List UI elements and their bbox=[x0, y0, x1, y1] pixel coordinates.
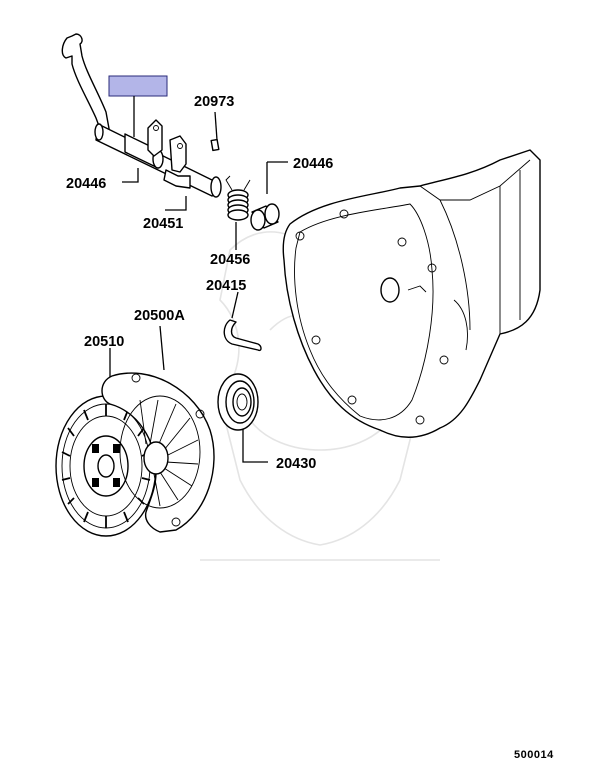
transmission-housing bbox=[282, 149, 541, 438]
label-20451: 20451 bbox=[143, 216, 183, 232]
pin-20973[interactable] bbox=[210, 111, 220, 152]
label-20446-left: 20446 bbox=[66, 176, 106, 192]
clutch-disc-20510[interactable] bbox=[55, 395, 157, 537]
release-bearing-20430[interactable] bbox=[217, 373, 259, 431]
label-20430: 20430 bbox=[276, 456, 316, 472]
diagram-code: 500014 bbox=[514, 749, 554, 761]
highlight-callout-box[interactable] bbox=[108, 75, 168, 97]
label-20446-right: 20446 bbox=[293, 156, 333, 172]
label-20500a: 20500A bbox=[134, 308, 185, 324]
pressure-plate-20500a[interactable] bbox=[101, 372, 215, 533]
release-fork[interactable] bbox=[61, 33, 222, 198]
label-20973: 20973 bbox=[194, 94, 234, 110]
return-spring-20456[interactable] bbox=[225, 175, 251, 250]
label-20415: 20415 bbox=[206, 278, 246, 294]
label-20456: 20456 bbox=[210, 252, 250, 268]
clip-20415[interactable] bbox=[223, 319, 262, 352]
label-20510: 20510 bbox=[84, 334, 124, 350]
bushing-20446[interactable] bbox=[250, 161, 288, 231]
